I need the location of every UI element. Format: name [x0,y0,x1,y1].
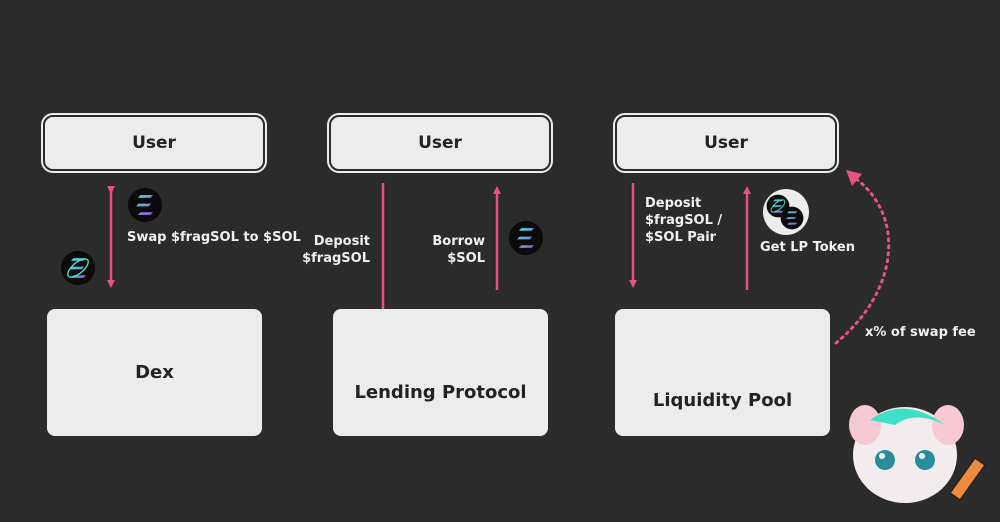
liquidity-label: Liquidity Pool [652,390,793,411]
lending-label: Lending Protocol [354,382,527,403]
swap-fee-dotted-arrow [834,176,891,345]
user-node-lending: User [329,115,551,171]
lending-deposit-label: Deposit $fragSOL [302,234,370,266]
lp-deposit-label: Deposit $fragSOL / $SOL Pair [645,196,723,245]
fragsol-token-icon [60,250,96,286]
lp-token-label: Get LP Token [760,240,856,255]
mascot [849,405,987,503]
swap-fee-label: x% of swap fee [865,325,976,340]
sol-token-icon [508,220,544,256]
liquidity-pool-node: Liquidity Pool [615,309,830,436]
borrow-label: Borrow $SOL [432,234,485,266]
sol-token-icon [127,187,163,223]
dex-node: Dex [47,309,262,436]
dex-label: Dex [135,362,174,383]
user-node-liquidity: User [615,115,837,171]
lp-token-icon [763,189,809,235]
lending-protocol-node: Lending Protocol [333,309,548,436]
swap-label: Swap $fragSOL to $SOL [127,230,301,245]
user-node-dex: User [43,115,265,171]
